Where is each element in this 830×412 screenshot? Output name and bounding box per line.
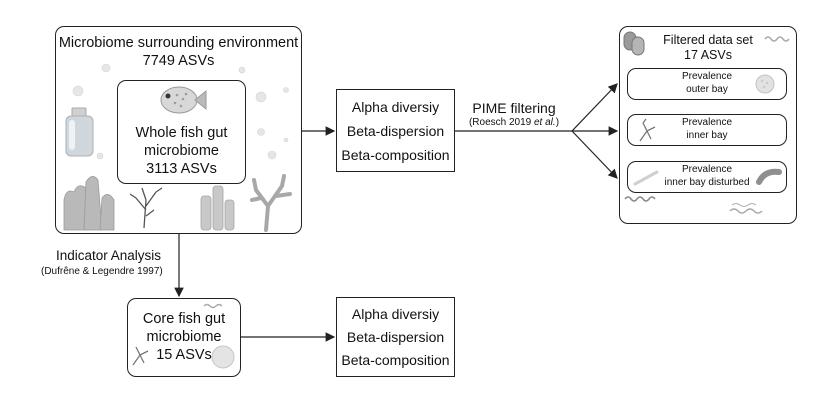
spirochete-icon-3 — [729, 208, 763, 214]
prevalence-outer-line1: Prevalence — [681, 71, 733, 82]
indicator-analysis-label: Indicator Analysis — [56, 248, 162, 263]
coccus-icon — [755, 74, 775, 94]
prevalence-disturbed-line2: inner bay disturbed — [664, 177, 750, 188]
spirochete-icon-core — [203, 303, 223, 309]
whole-gut-count: 3113 ASVs — [146, 161, 217, 177]
spirochete-icon-4 — [731, 202, 757, 208]
vial-icon — [65, 107, 94, 157]
pime-citation-suffix: ) — [555, 117, 560, 128]
arrow-to-prevalence-outer — [571, 83, 618, 132]
spirochete-icon — [764, 36, 790, 42]
coccus-icon-core — [211, 345, 235, 369]
branching-bacteria-icon-core — [132, 346, 149, 366]
prevalence-outer-line2: outer bay — [686, 84, 728, 95]
environment-illustration — [63, 63, 292, 232]
whole-gut-line2: microbiome — [144, 143, 219, 159]
seaweed-icon — [129, 187, 163, 229]
core-illustration — [132, 303, 235, 369]
pime-citation-prefix: (Roesch 2019 — [468, 117, 534, 128]
analysis-box-lower — [336, 297, 455, 377]
environment-title: Microbiome surrounding environment — [58, 35, 299, 51]
bacteria-rod-icon — [623, 31, 645, 56]
core-line1: Core fish gut — [142, 311, 226, 327]
disturbed-bacteria-icon — [633, 168, 782, 186]
arrow-to-prevalence-disturbed — [571, 130, 618, 179]
sponge-icon — [200, 185, 235, 231]
prevalence-disturbed-line1: Prevalence — [681, 164, 733, 175]
filtered-illustration — [623, 31, 790, 214]
beta-dispersion-lower: Beta-dispersion — [346, 329, 445, 345]
coral-pillar-icon — [63, 176, 115, 231]
beta-dispersion-upper: Beta-dispersion — [346, 123, 445, 139]
branching-bacteria-icon — [639, 118, 656, 142]
whole-gut-line1: Whole fish gut — [135, 125, 228, 141]
pime-citation-italic: et al. — [534, 117, 556, 128]
spirochete-icon-2 — [624, 196, 656, 202]
pime-filtering-label: PIME filtering — [472, 100, 556, 116]
alpha-diversity-lower: Alpha diversiy — [351, 306, 440, 322]
analysis-box-upper — [336, 89, 455, 172]
beta-composition-upper: Beta-composition — [341, 147, 450, 163]
beta-composition-lower: Beta-composition — [341, 352, 450, 368]
prevalence-inner-bay-box — [627, 114, 787, 146]
filtered-title: Filtered data set — [663, 33, 753, 47]
pime-citation: (Roesch 2019 et al.) — [455, 117, 573, 129]
prevalence-inner-line2: inner bay — [686, 130, 728, 141]
branching-coral-icon — [250, 174, 292, 232]
environment-count: 7749 ASVs — [142, 53, 215, 69]
filtered-count: 17 ASVs — [684, 48, 732, 62]
core-line2: microbiome — [146, 329, 222, 345]
alpha-diversity-upper: Alpha diversiy — [351, 99, 440, 115]
core-count: 15 ASVs — [156, 347, 212, 363]
fish-icon — [160, 86, 207, 114]
indicator-citation: (Dufrêne & Legendre 1997) — [41, 266, 163, 277]
prevalence-inner-line1: Prevalence — [681, 117, 733, 128]
